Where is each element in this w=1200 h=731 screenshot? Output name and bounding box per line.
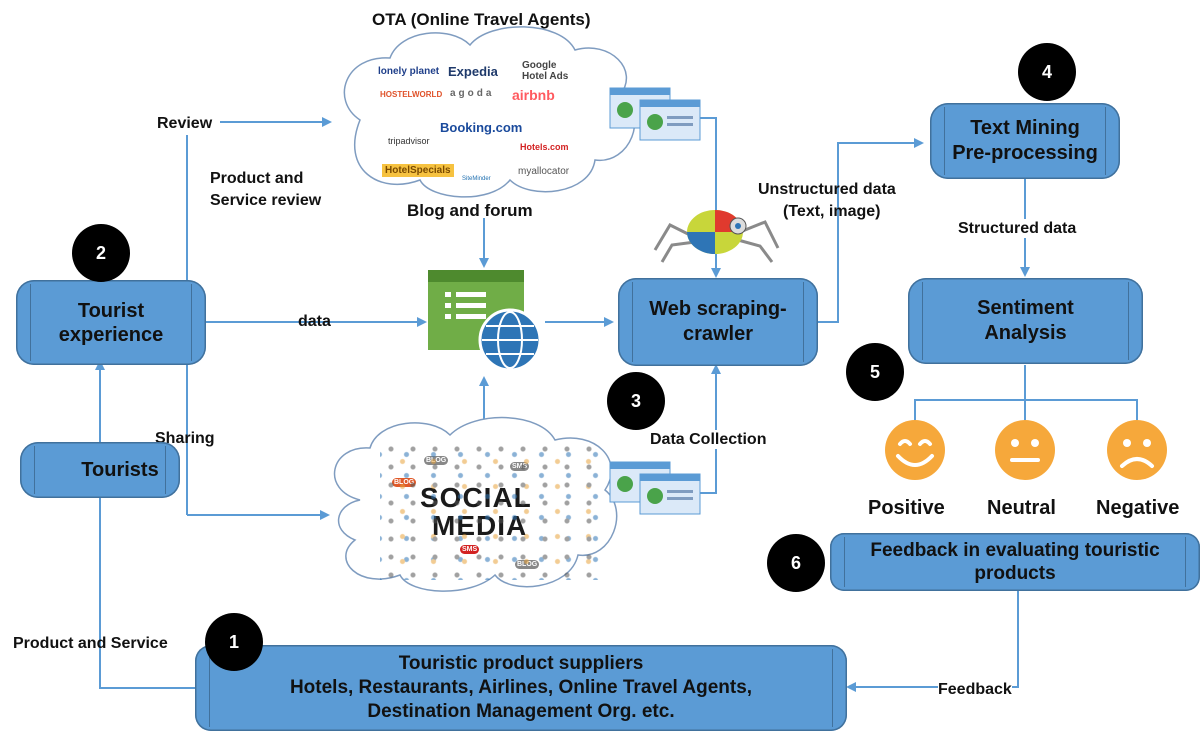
review-label: Review [157,115,213,132]
brand-expedia: Expedia [448,64,498,79]
text-mining-label-1: Text Mining [970,117,1080,139]
brand-lonely-planet: lonely planet [378,66,440,77]
feedback-label: Feedback [938,680,1012,699]
neutral-face-icon [995,420,1055,480]
negative-face-icon [1107,420,1167,480]
brand-hostelworld: HOSTELWORLD [380,90,443,99]
step-2-badge: 2 [72,224,130,282]
arrow-feedback-to-suppliers [846,590,1019,692]
sentiment-label-2: Analysis [984,322,1067,344]
structured-label: Structured data [958,219,1077,238]
data-collection-label: Data Collection [650,430,767,449]
brand-airbnb: airbnb [512,87,555,103]
feedback-eval-label-1: Feedback in evaluating touristic [870,540,1160,561]
step-4-badge: 4 [1018,43,1076,101]
unstructured-label-1: Unstructured data [758,181,896,198]
negative-label: Negative [1096,497,1180,519]
brand-tripadvisor: tripadvisor [388,136,430,146]
product-and-service-label: Product and Service [13,635,168,652]
ota-title: OTA (Online Travel Agents) [372,10,591,29]
brand-agoda: agoda [450,88,495,99]
web-scraping-label-2: crawler [682,323,754,345]
tourist-experience-node: Tourist experience [16,280,206,365]
browser-windows-icon-top [609,87,701,141]
product-service-review-label-1: Product and [210,170,304,187]
step-6-badge: 6 [767,534,825,592]
suppliers-label-3: Destination Management Org. etc. [367,701,675,722]
text-mining-label-2: Pre-processing [952,142,1098,164]
tourists-label: Tourists [81,458,159,481]
sentiment-analysis-node: Sentiment Analysis [908,278,1143,364]
suppliers-label-2: Hotels, Restaurants, Airlines, Online Tr… [289,677,753,698]
brand-booking: Booking.com [440,120,523,135]
sms-tag: SMS [510,462,530,471]
blog-tag: BLOG [424,456,449,465]
blog-tag: BLOG [392,478,417,487]
media-text: MEDIA [432,510,528,541]
sharing-label: Sharing [155,430,215,447]
feedback-evaluation-node: Feedback in evaluating touristic product… [830,533,1200,591]
positive-label: Positive [868,497,945,519]
brand-siteminder: SiteMinder [462,176,491,182]
brand-hotelspecials: HotelSpecials [382,164,454,177]
arrow-crawler-to-textmining [818,138,924,323]
sms-tag: SMS [460,545,480,554]
brand-google-hotel-ads: Google Hotel Ads [522,60,569,82]
arrow-social-browser-to-crawler [700,364,721,494]
tourist-experience-label-2: experience [58,323,164,346]
step-1-badge: 1 [205,613,263,671]
feedback-eval-label-2: products [974,563,1056,584]
text-mining-node: Text Mining Pre-processing [930,103,1120,179]
neutral-label: Neutral [987,497,1056,519]
sentiment-label-1: Sentiment [977,297,1074,319]
data-label: data [298,313,331,330]
webpage-globe-icon [428,270,542,372]
blog-tag: BLOG [515,560,540,569]
positive-face-icon [885,420,945,480]
tourist-experience-label-1: Tourist [77,299,145,322]
suppliers-label-1: Touristic product suppliers [398,653,644,674]
brand-hotels-com: Hotels.com [520,142,569,152]
blog-forum-label: Blog and forum [407,201,533,220]
product-service-review-label-2: Service review [210,192,322,209]
suppliers-node: Touristic product suppliers Hotels, Rest… [195,645,847,731]
web-scraping-node: Web scraping- crawler [618,278,818,366]
step-3-badge: 3 [607,372,665,430]
browser-windows-icon-bottom [609,461,701,515]
spider-crawler-icon [653,210,780,263]
brand-myallocator: myallocator [518,166,570,177]
tourists-node: Tourists [20,442,180,498]
arrow-suppliers-to-tourists [95,478,195,689]
step-5-badge: 5 [846,343,904,401]
unstructured-label-2: (Text, image) [783,203,881,220]
web-scraping-label-1: Web scraping- [649,298,787,320]
